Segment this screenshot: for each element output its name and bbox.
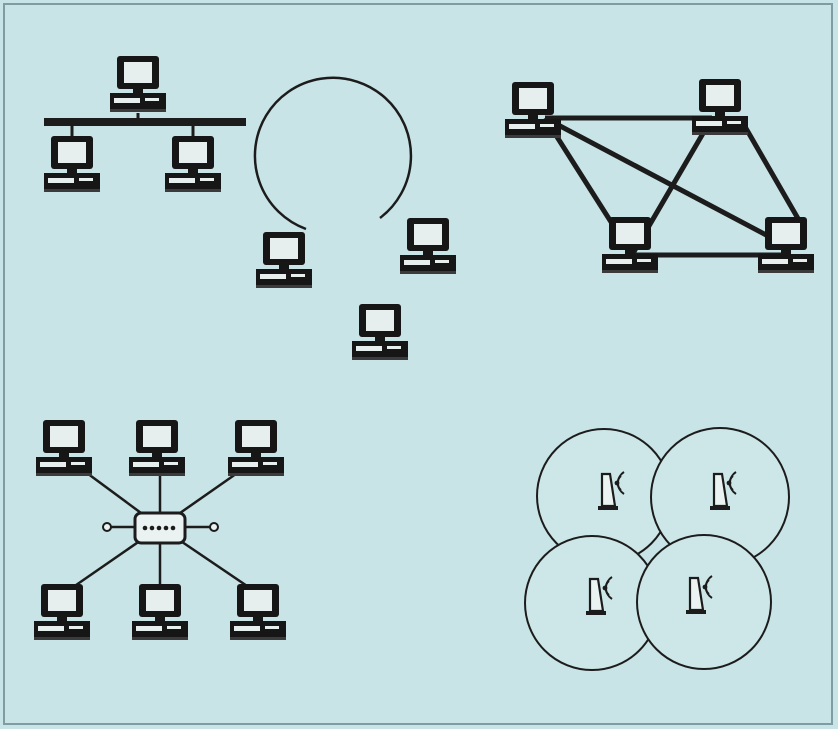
computer-icon [44,136,100,192]
bus-topology [44,56,246,192]
ring-link [253,76,413,231]
computer-icon [36,420,92,476]
mesh-topology [505,79,814,273]
computer-icon [505,82,561,138]
hub-port-left [102,522,112,532]
mesh-link [543,115,787,248]
cell-circle [636,534,772,670]
computer-icon [400,218,456,274]
computer-icon [352,304,408,360]
computer-icon [34,584,90,640]
computer-icon [230,584,286,640]
computer-icon [110,56,166,112]
computer-icon [228,420,284,476]
mesh-link [737,116,803,224]
star-topology [34,420,286,640]
cellular-topology [524,427,790,671]
computer-icon [132,584,188,640]
figure-frame [3,3,833,725]
computer-icon [129,420,185,476]
hub-icon [133,511,187,545]
computer-icon [602,217,658,273]
ring-topology [253,76,456,360]
computer-icon [758,217,814,273]
computer-icon [165,136,221,192]
hub-port-right [209,522,219,532]
computer-icon [256,232,312,288]
computer-icon [692,79,748,135]
